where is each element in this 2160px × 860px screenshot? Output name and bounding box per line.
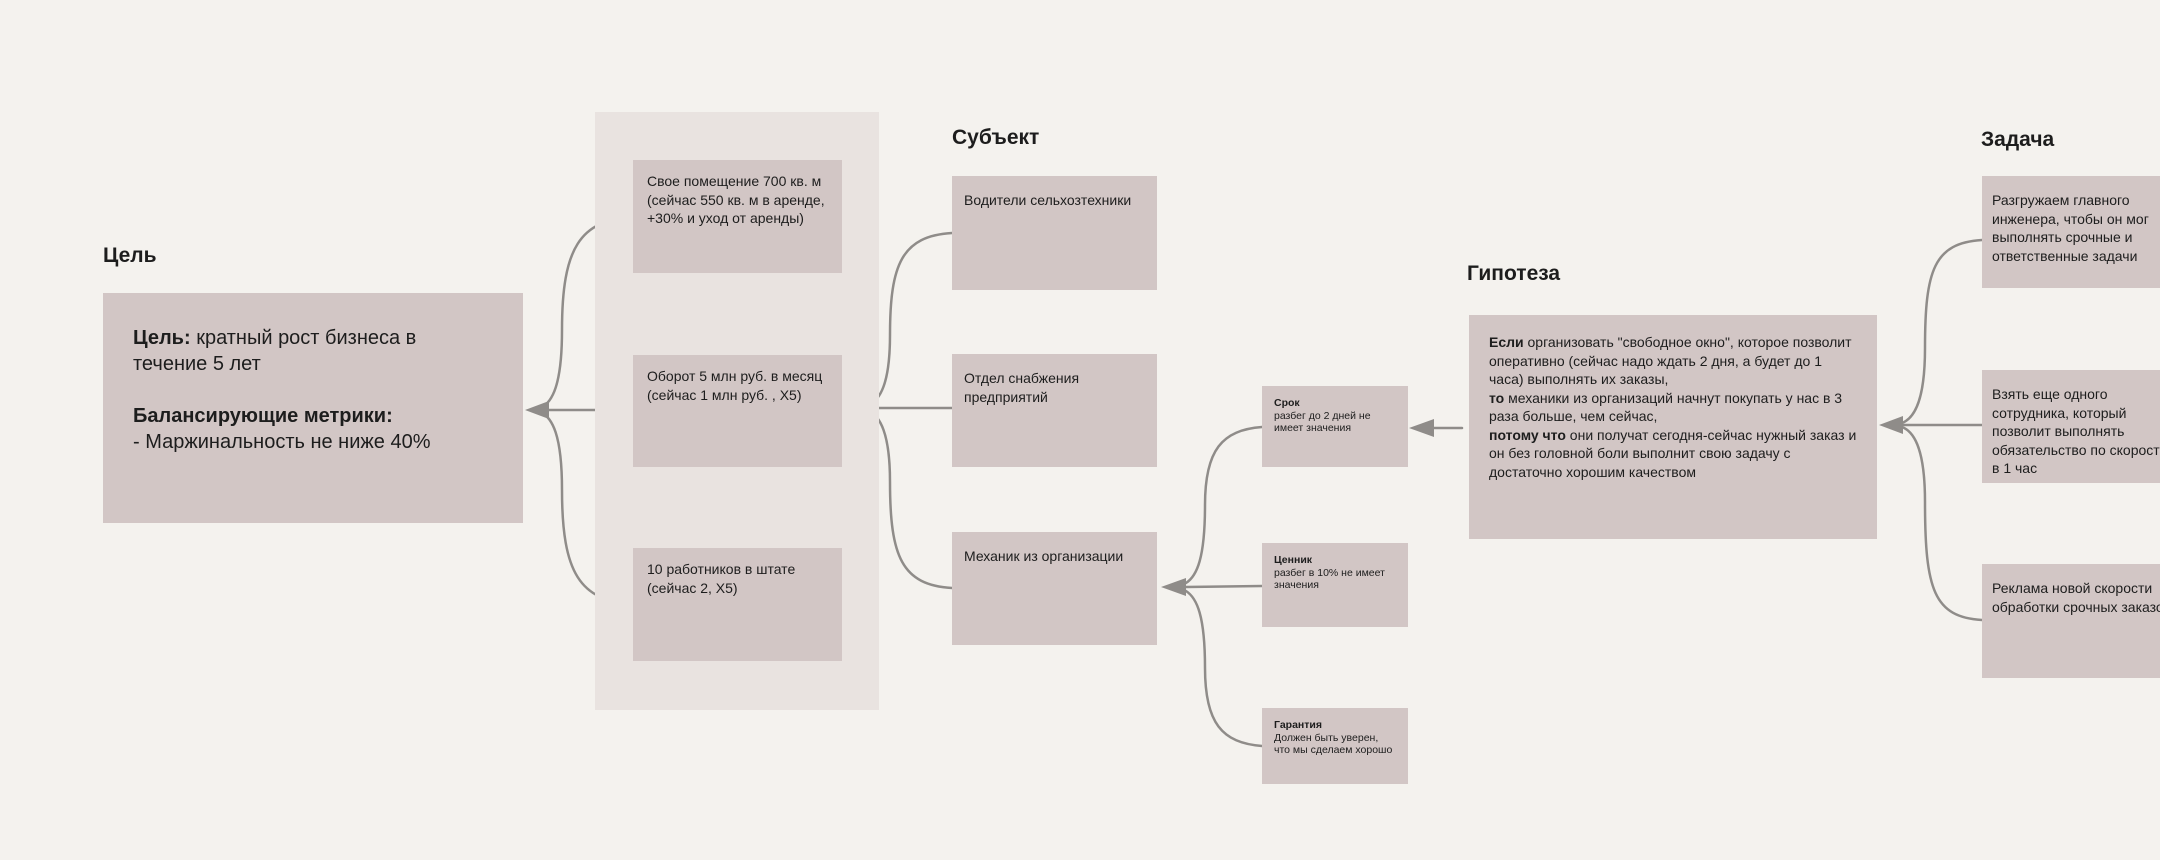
connector-hypothesis-to-criterion (1409, 419, 1464, 437)
hypothesis-clause-because: потому что они получат сегодня-сейчас ну… (1489, 426, 1857, 480)
task-node-unload-engineer[interactable]: Разгружаем главного инженера, чтобы он м… (1982, 176, 2160, 288)
criterion-node-price[interactable]: Ценник разбег в 10% не имеет значения (1262, 543, 1408, 627)
criterion-text: Должен быть уверен, что мы сделаем хорош… (1274, 731, 1393, 757)
goal-heading: Цель (103, 244, 157, 267)
task-text: Разгружаем главного инженера, чтобы он м… (1992, 192, 2149, 264)
subject-text: Отдел снабжения предприятий (964, 370, 1080, 405)
metric-node-staff[interactable]: 10 работников в штате (сейчас 2, Х5) (633, 548, 842, 661)
arrowhead-to-mechanic (1161, 578, 1186, 596)
metric-text: 10 работников в штате (сейчас 2, Х5) (647, 561, 796, 596)
criterion-title: Гарантия (1274, 719, 1322, 731)
task-text: Взять еще одного сотрудника, который поз… (1992, 386, 2160, 476)
subject-node-supply-dept[interactable]: Отдел снабжения предприятий (952, 354, 1157, 467)
criterion-text: разбег в 10% не имеет значения (1274, 566, 1385, 592)
hypothesis-clause-if: Если организовать "свободное окно", кото… (1489, 334, 1852, 387)
criterion-title: Срок (1274, 397, 1300, 409)
metric-text: Свое помещение 700 кв. м (сейчас 550 кв.… (647, 173, 825, 226)
goal-spacer (133, 377, 493, 403)
arrowhead-to-hypothesis (1879, 416, 1903, 434)
criterion-node-term[interactable]: Срок разбег до 2 дней не имеет значения (1262, 386, 1408, 467)
arrowhead-to-criterion (1409, 419, 1434, 437)
subject-heading: Субъект (952, 126, 1040, 149)
connector-criteria-to-mechanic (1161, 425, 1264, 748)
criterion-title: Ценник (1274, 554, 1313, 566)
connector-tasks-to-hypothesis (1879, 238, 1984, 622)
subject-text: Механик из организации (964, 548, 1124, 564)
hypothesis-node[interactable]: Если организовать "свободное окно", кото… (1469, 315, 1877, 539)
goal-balancing-metrics-title: Балансирующие метрики: (133, 405, 393, 427)
metric-node-premises[interactable]: Свое помещение 700 кв. м (сейчас 550 кв.… (633, 160, 842, 273)
hypothesis-heading: Гипотеза (1467, 262, 1561, 285)
task-node-hire-employee[interactable]: Взять еще одного сотрудника, который поз… (1982, 370, 2160, 483)
task-text: Реклама новой скорости обработки срочных… (1992, 580, 2160, 615)
criterion-text: разбег до 2 дней не имеет значения (1274, 409, 1371, 435)
metric-node-revenue[interactable]: Оборот 5 млн руб. в месяц (сейчас 1 млн … (633, 355, 842, 467)
metric-text: Оборот 5 млн руб. в месяц (сейчас 1 млн … (647, 368, 823, 403)
goal-statement: Цель: кратный рост бизнеса в течение 5 л… (133, 327, 417, 375)
subject-text: Водители сельхозтехники (964, 192, 1132, 208)
tasks-heading: Задача (1981, 128, 2055, 151)
task-node-advertising[interactable]: Реклама новой скорости обработки срочных… (1982, 564, 2160, 678)
subject-node-drivers[interactable]: Водители сельхозтехники (952, 176, 1157, 290)
goal-node[interactable]: Цель: кратный рост бизнеса в течение 5 л… (103, 293, 523, 523)
arrowhead-to-goal (525, 401, 549, 419)
subject-node-mechanic[interactable]: Механик из организации (952, 532, 1157, 645)
hypothesis-clause-then: то механики из организаций начнут покупа… (1489, 389, 1843, 425)
criterion-node-guarantee[interactable]: Гарантия Должен быть уверен, что мы сдел… (1262, 708, 1408, 784)
goal-balancing-metrics-item: - Маржинальность не ниже 40% (133, 431, 431, 453)
